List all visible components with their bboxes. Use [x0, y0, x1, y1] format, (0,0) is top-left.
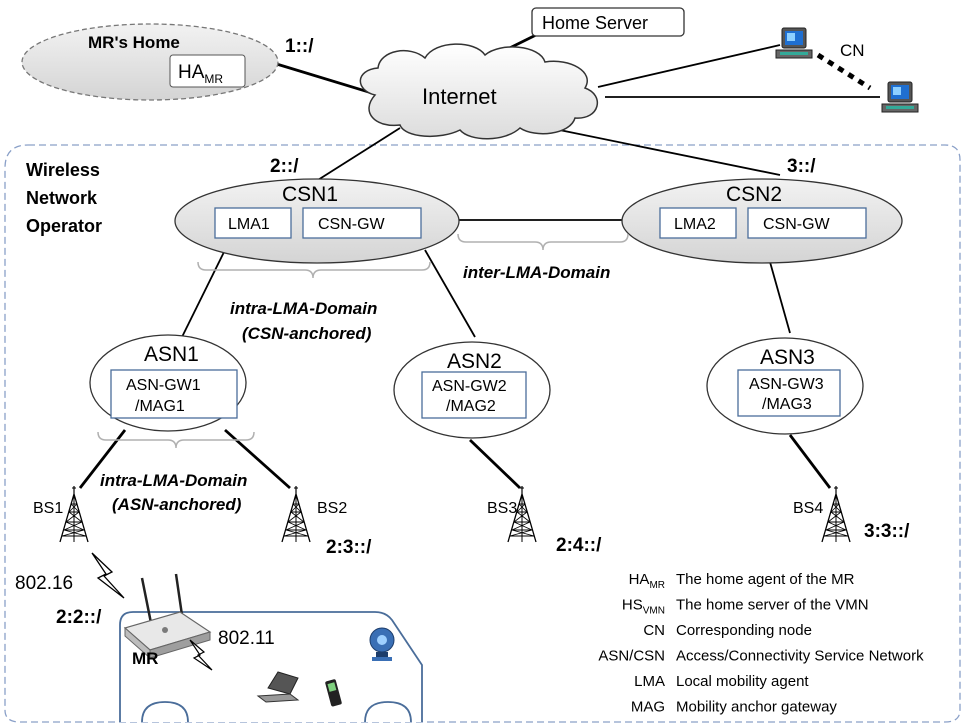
svg-text:HAMR: HAMR [178, 62, 223, 86]
link-csn2-asn3 [769, 261, 791, 334]
link-asn2-bs3 [469, 438, 521, 490]
legend: HAMR The home agent of the MR HSVMN The hom… [598, 571, 924, 716]
mr-home-title: MR's Home [88, 33, 180, 52]
lma1-box [214, 207, 292, 239]
asn1-node: ASN1 ASN-GW1 /MAG1 [89, 334, 247, 432]
legend-desc: Local mobility agent [676, 673, 809, 690]
prefix-2-3: 2:3::/ [326, 537, 372, 558]
intra-lma-csn-label-1: intra-LMA-Domain [230, 299, 377, 318]
intra-lma-csn-label-2: (CSN-anchored) [242, 324, 372, 343]
operator-line-3: Operator [26, 216, 102, 236]
prefix-3-3: 3:3::/ [864, 521, 910, 542]
legend-key: HSVMN [622, 597, 665, 617]
home-server: Home Server [531, 7, 685, 37]
asn1-gw-line-1: ASN-GW1 [126, 377, 201, 394]
csn2-gw-label: CSN-GW [763, 216, 831, 233]
link-80211-label: 802.11 [218, 628, 275, 649]
bs1-tower-icon [59, 485, 89, 543]
legend-desc: Corresponding node [676, 622, 812, 639]
bs4-tower-icon [821, 485, 851, 543]
wireless-80216-icon [91, 552, 125, 599]
asn2-title: ASN2 [447, 350, 502, 373]
legend-desc: Access/Connectivity Service Network [676, 648, 924, 665]
mr-home: MR's Home HAMR [21, 23, 279, 101]
home-server-label: Home Server [542, 13, 648, 33]
asn3-gw-line-2: /MAG3 [762, 396, 812, 413]
operator-line-1: Wireless [26, 160, 100, 180]
link-csn1-asn2 [424, 249, 476, 338]
link-asn3-bs4 [788, 434, 832, 489]
legend-desc: The home agent of the MR [676, 571, 855, 588]
asn1-gw-line-2: /MAG1 [135, 398, 185, 415]
cn-dotted-link [816, 52, 872, 91]
cn-pc-2-icon [881, 81, 919, 113]
ha-mr-sub: MR [204, 72, 223, 86]
operator-line-2: Network [26, 188, 98, 208]
prefix-2-4: 2:4::/ [556, 535, 602, 556]
csn1-node: CSN1 LMA1 CSN-GW [174, 178, 460, 264]
inter-lma-domain-label: inter-LMA-Domain [463, 263, 610, 282]
legend-key: CN [643, 622, 665, 639]
internet-cloud: Internet [359, 43, 599, 140]
legend-desc: The home server of the VMN [676, 597, 869, 614]
domain-braces [97, 233, 629, 449]
legend-key: MAG [631, 699, 665, 716]
asn2-gw-box [421, 371, 527, 419]
link-internet-csn1 [309, 127, 401, 186]
prefix-3: 3::/ [787, 156, 816, 177]
link-internet-csn2 [534, 124, 781, 176]
prefix-2-2: 2:2::/ [56, 607, 102, 628]
phone-icon [325, 679, 342, 707]
link-csn1-asn1 [181, 249, 226, 338]
ha-mr-label: HA [178, 62, 205, 83]
links [78, 31, 880, 490]
legend-key: LMA [634, 673, 665, 690]
mr-label: MR [132, 649, 158, 668]
asn3-title: ASN3 [760, 346, 815, 369]
internet-label: Internet [422, 84, 497, 109]
bs3-label: BS3 [487, 500, 517, 517]
prefix-2: 2::/ [270, 156, 299, 177]
operator-region [4, 144, 961, 723]
bs2-label: BS2 [317, 500, 347, 517]
link-80216-label: 802.16 [15, 573, 73, 594]
lma1-label: LMA1 [228, 216, 270, 233]
asn3-node: ASN3 ASN-GW3 /MAG3 [706, 337, 864, 435]
csn2-gw-box [747, 207, 867, 239]
csn1-title: CSN1 [282, 183, 338, 206]
intra-lma-asn-label-2: (ASN-anchored) [112, 495, 242, 514]
legend-key: ASN/CSN [598, 648, 665, 665]
csn2-title: CSN2 [726, 183, 782, 206]
ha-mr-box [169, 54, 246, 88]
asn3-gw-line-1: ASN-GW3 [749, 376, 824, 393]
operator-label: Wireless Network Operator [26, 160, 105, 236]
bs1-label: BS1 [33, 500, 63, 517]
legend-desc: Mobility anchor gateway [676, 699, 837, 716]
cn-label: CN [840, 41, 865, 60]
prefix-1: 1::/ [285, 36, 314, 57]
csn2-node: CSN2 LMA2 CSN-GW [621, 178, 903, 264]
asn2-node: ASN2 ASN-GW2 /MAG2 [393, 341, 551, 439]
wireless-80211-icon [189, 639, 213, 671]
legend-key: HAMR [629, 571, 665, 591]
intra-lma-asn-label-1: intra-LMA-Domain [100, 471, 247, 490]
link-internet-cn1 [597, 44, 781, 88]
cn-pc-1-icon [775, 27, 813, 59]
asn1-title: ASN1 [144, 343, 199, 366]
mr-router-icon [123, 573, 212, 660]
asn3-gw-box [737, 369, 841, 417]
asn2-gw-line-1: ASN-GW2 [432, 378, 507, 395]
lma2-box [659, 207, 737, 239]
bs4-label: BS4 [793, 500, 823, 517]
bs2-tower-icon [281, 485, 311, 543]
webcam-icon [369, 627, 395, 661]
csn1-gw-box [302, 207, 422, 239]
csn1-gw-label: CSN-GW [318, 216, 386, 233]
lma2-label: LMA2 [674, 216, 716, 233]
asn2-gw-line-2: /MAG2 [446, 398, 496, 415]
laptop-icon [256, 671, 300, 703]
asn1-gw-box [110, 369, 238, 419]
